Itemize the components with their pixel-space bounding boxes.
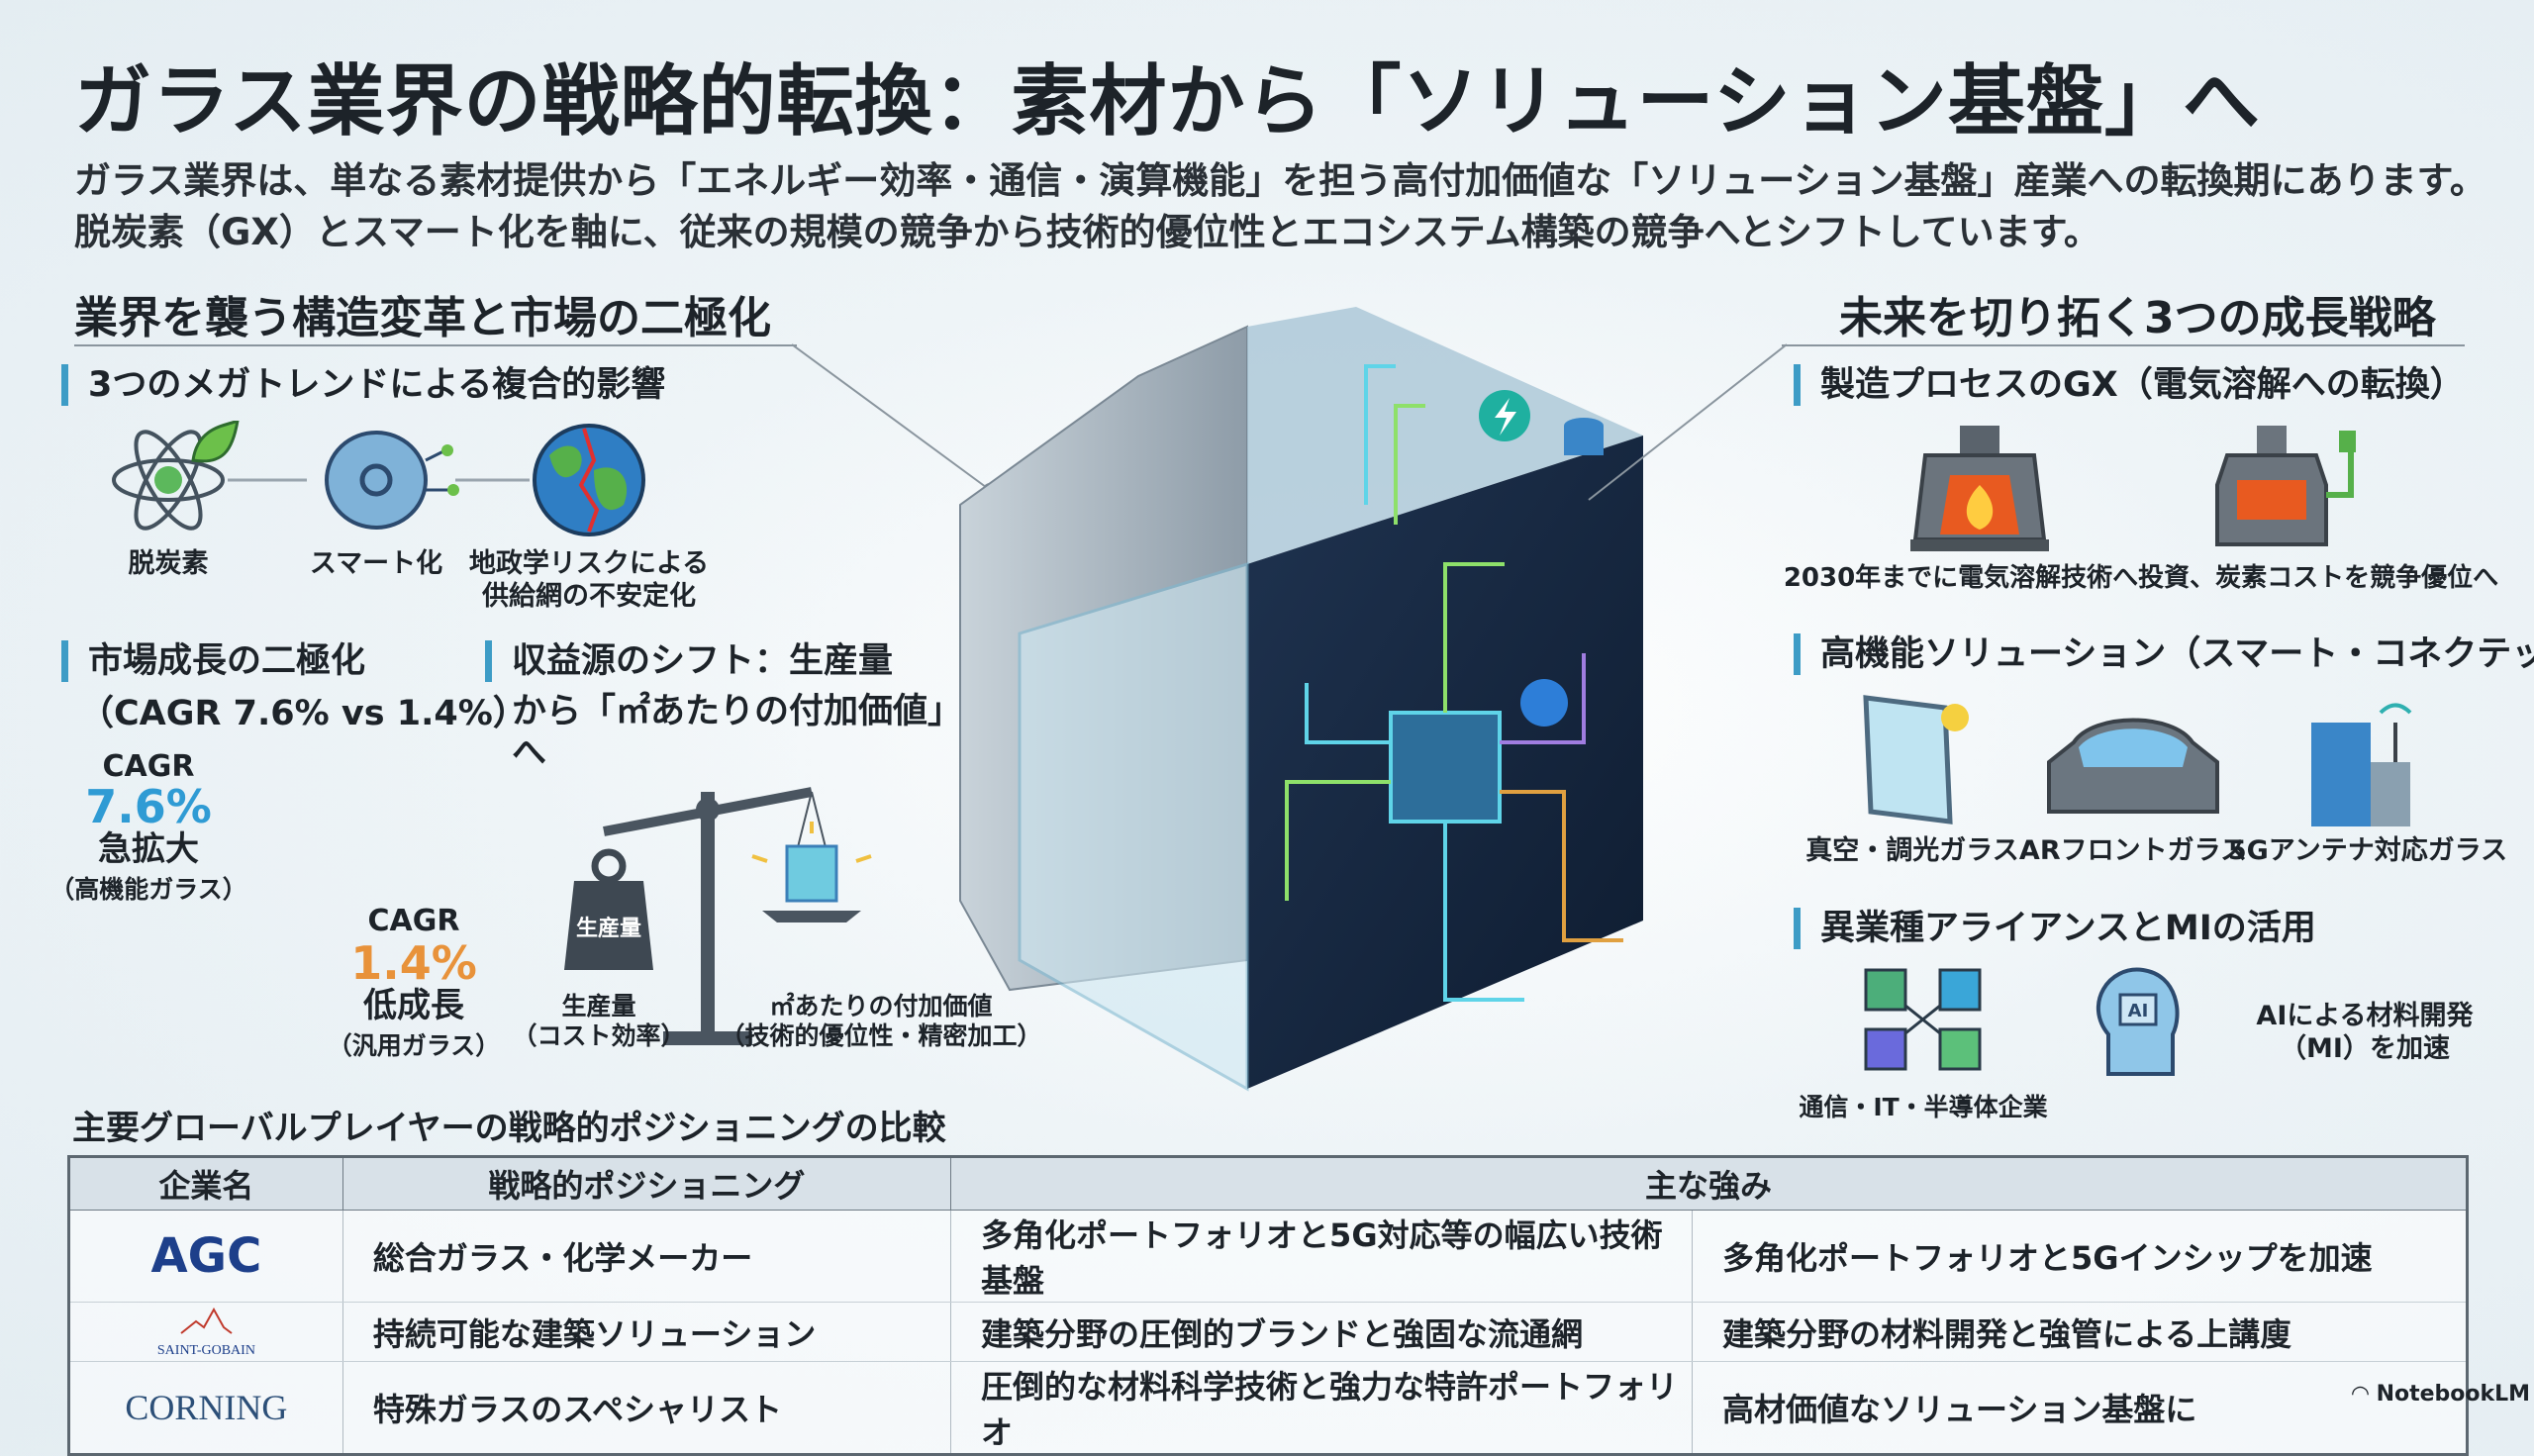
cagr-low-value: 1.4% bbox=[350, 936, 477, 990]
smart-window-icon bbox=[1863, 695, 1969, 825]
strength-cell: 高材価値なソリューション基盤に bbox=[1692, 1361, 2468, 1455]
intro-line-1: ガラス業界は、単なる素材提供から「エネルギー効率・通信・演算機能」を担う高付加価… bbox=[74, 159, 2486, 202]
scale-right-label: ㎡あたりの付加価値 bbox=[769, 992, 993, 1020]
header-strengths: 主な強み bbox=[950, 1156, 2468, 1211]
position-cell: 持続可能な建築ソリューション bbox=[341, 1302, 952, 1362]
saint-gobain-arch-icon bbox=[180, 1307, 234, 1334]
divider bbox=[74, 344, 797, 346]
ai-head-icon: AI bbox=[2096, 967, 2180, 1076]
megatrends-heading: 3つのメガトレンドによる複合的影響 bbox=[61, 364, 665, 406]
left-section-heading: 業界を襲う構造変革と市場の二極化 bbox=[74, 293, 771, 343]
gx-heading: 製造プロセスのGX（電気溶解への転換） bbox=[1794, 364, 2465, 406]
cagr-low-desc: 低成長 bbox=[363, 986, 464, 1025]
cagr-low-sub: （汎用ガラス） bbox=[327, 1031, 501, 1060]
megatrend-decarbon: 脱炭素 bbox=[128, 548, 209, 579]
corning-logo: CORNING bbox=[68, 1361, 343, 1455]
smart-item-window: 真空・調光ガラス bbox=[1805, 835, 2019, 866]
polarization-subheading: （CAGR 7.6% vs 1.4%） bbox=[79, 694, 528, 733]
cagr-high-label: CAGR bbox=[102, 749, 195, 784]
megatrend-smart: スマート化 bbox=[309, 548, 443, 579]
table-row: AGC 総合ガラス・化学メーカー 多角化ポートフォリオと5G対応等の幅広い技術基… bbox=[68, 1210, 2468, 1303]
brain-circuit-icon bbox=[325, 431, 459, 530]
notebooklm-watermark: ◠ NotebookLM bbox=[2352, 1382, 2531, 1407]
right-section-heading: 未来を切り拓く3つの成長戦略 bbox=[1839, 293, 2436, 343]
alliance-icons: AI bbox=[1864, 967, 2180, 1076]
5g-antenna-building-icon bbox=[2311, 703, 2412, 826]
mi-text-1: AIによる材料開発 bbox=[2256, 1001, 2474, 1031]
table-row: CORNING 特殊ガラスのスペシャリスト 圧倒的な材料科学技術と強力な特許ポー… bbox=[68, 1361, 2468, 1455]
mi-text-2: （MI）を加速 bbox=[2280, 1033, 2450, 1064]
gx-caption: 2030年までに電気溶解技術へ投資、炭素コストを競争優位へ bbox=[1783, 563, 2499, 593]
scale-left-label: 生産量 bbox=[561, 992, 636, 1020]
table-heading: 主要グローバルプレイヤーの戦略的ポジショニングの比較 bbox=[72, 1109, 946, 1148]
smart-item-ar: ARフロントガラス bbox=[2018, 835, 2248, 866]
cagr-high-value: 7.6% bbox=[85, 780, 212, 833]
header-positioning: 戦略的ポジショニング bbox=[341, 1156, 952, 1211]
position-cell: 特殊ガラスのスペシャリスト bbox=[341, 1361, 952, 1455]
furnace-icons bbox=[1910, 426, 2356, 551]
smart-heading: 高機能ソリューション（スマート・コネクテッド） bbox=[1794, 633, 2534, 675]
ai-chip-label: AI bbox=[2128, 1001, 2149, 1021]
strength-cell: 建築分野の材料開発と強管による上講廋 bbox=[1692, 1302, 2468, 1362]
strength-cell: 多角化ポートフォリオと5Gインシップを加速 bbox=[1692, 1210, 2468, 1303]
atom-leaf-icon bbox=[112, 421, 240, 531]
smart-item-5g: 5Gアンテナ対応ガラス bbox=[2227, 835, 2508, 866]
revenue-shift-heading: 収益源のシフト：生産量 bbox=[485, 640, 893, 682]
cagr-low-label: CAGR bbox=[367, 904, 460, 938]
callout-line bbox=[1588, 343, 1788, 501]
revenue-shift-heading-3: へ bbox=[512, 733, 547, 773]
saint-gobain-logo: SAINT-GOBAIN bbox=[68, 1302, 343, 1362]
globe-icon bbox=[533, 424, 645, 536]
balance-scale-icon: 生産量 bbox=[564, 787, 872, 1045]
electric-furnace-icon bbox=[2215, 426, 2356, 546]
strength-cell: 多角化ポートフォリオと5G対応等の幅広い技術基盤 bbox=[950, 1210, 1694, 1303]
alliance-heading: 異業種アライアンスとMIの活用 bbox=[1794, 908, 2316, 949]
position-cell: 総合ガラス・化学メーカー bbox=[341, 1210, 952, 1303]
smart-product-icons bbox=[1863, 695, 2412, 826]
header-company: 企業名 bbox=[68, 1156, 343, 1211]
page-title: ガラス業界の戦略的転換：素材から「ソリューション基盤」へ bbox=[74, 57, 2261, 146]
agc-logo: AGC bbox=[68, 1210, 343, 1303]
cagr-high-sub: （高機能ガラス） bbox=[49, 875, 247, 904]
alliance-partners: 通信・IT・半導体企業 bbox=[1799, 1093, 2048, 1121]
glass-circuit-cube-illustration bbox=[959, 307, 1643, 1092]
ar-windshield-car-icon bbox=[2047, 718, 2219, 814]
table-row: SAINT-GOBAIN 持続可能な建築ソリューション 建築分野の圧倒的ブランド… bbox=[68, 1302, 2468, 1362]
table-header-row: 企業名 戦略的ポジショニング 主な強み bbox=[68, 1156, 2468, 1211]
intro-line-2: 脱炭素（GX）とスマート化を軸に、従来の規模の競争から技術的優位性とエコシステム… bbox=[74, 211, 2100, 253]
megatrend-geopolitics-2: 供給網の不安定化 bbox=[482, 581, 696, 612]
megatrend-geopolitics-1: 地政学リスクによる bbox=[468, 548, 710, 579]
divider bbox=[1782, 344, 2465, 346]
strength-cell: 圧倒的な材料科学技術と強力な特許ポートフォリオ bbox=[950, 1361, 1694, 1455]
polarization-heading: 市場成長の二極化 bbox=[61, 640, 365, 682]
notebooklm-icon: ◠ bbox=[2352, 1382, 2377, 1407]
scale-left-sub: （コスト効率） bbox=[512, 1021, 686, 1050]
network-cubes-icon bbox=[1864, 968, 1982, 1071]
weight-label: 生産量 bbox=[576, 916, 641, 941]
cagr-high-desc: 急拡大 bbox=[98, 829, 199, 869]
fossil-furnace-icon bbox=[1910, 426, 2049, 551]
megatrend-icons bbox=[112, 421, 645, 536]
revenue-shift-heading-2: から「㎡あたりの付加価値」 bbox=[512, 692, 963, 731]
player-comparison-table: 企業名 戦略的ポジショニング 主な強み AGC 総合ガラス・化学メーカー 多角化… bbox=[67, 1155, 2469, 1456]
scale-right-sub: （技術的優位性・精密加工） bbox=[720, 1021, 1042, 1050]
strength-cell: 建築分野の圧倒的ブランドと強固な流通網 bbox=[950, 1302, 1694, 1362]
